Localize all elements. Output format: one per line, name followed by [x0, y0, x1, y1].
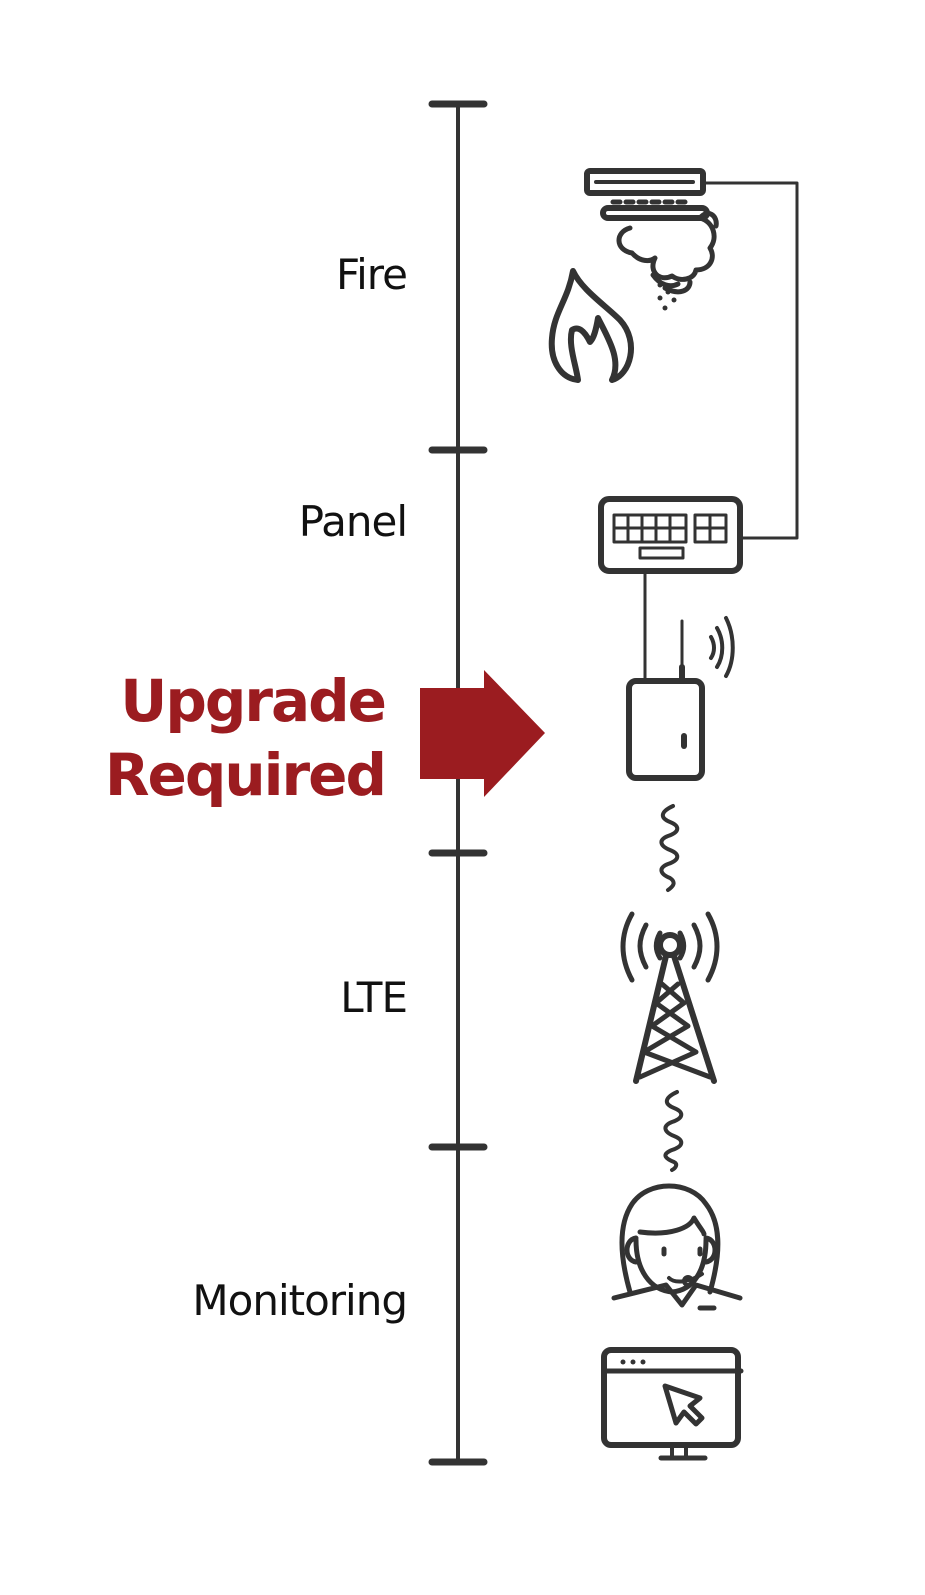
monitoring-operator-headset-icon [611, 1183, 743, 1311]
cellular-communicator-icon [626, 616, 735, 781]
upgrade-required-callout: Upgrade Required [104, 664, 387, 812]
detector-to-panel-wire [702, 181, 799, 540]
stage-label-panel: Panel [298, 497, 408, 546]
smoke-detector-icon [584, 168, 719, 311]
stage-label-fire: Fire [336, 250, 408, 299]
alarm-panel-keypad-icon [598, 496, 743, 574]
computer-monitor-cursor-icon [601, 1347, 744, 1461]
timeline [428, 100, 488, 1466]
wireless-signal-wave-2 [663, 1090, 684, 1172]
flame-icon [548, 268, 635, 383]
callout-line-1: Upgrade [120, 667, 387, 735]
cell-tower-icon [620, 911, 720, 1084]
arrow-right-icon [420, 670, 545, 797]
stage-label-monitoring: Monitoring [192, 1276, 408, 1325]
wiring-connector [643, 181, 799, 682]
stage-label-lte: LTE [340, 973, 408, 1022]
wireless-signal-wave-1 [659, 804, 680, 892]
callout-line-2: Required [104, 741, 387, 809]
